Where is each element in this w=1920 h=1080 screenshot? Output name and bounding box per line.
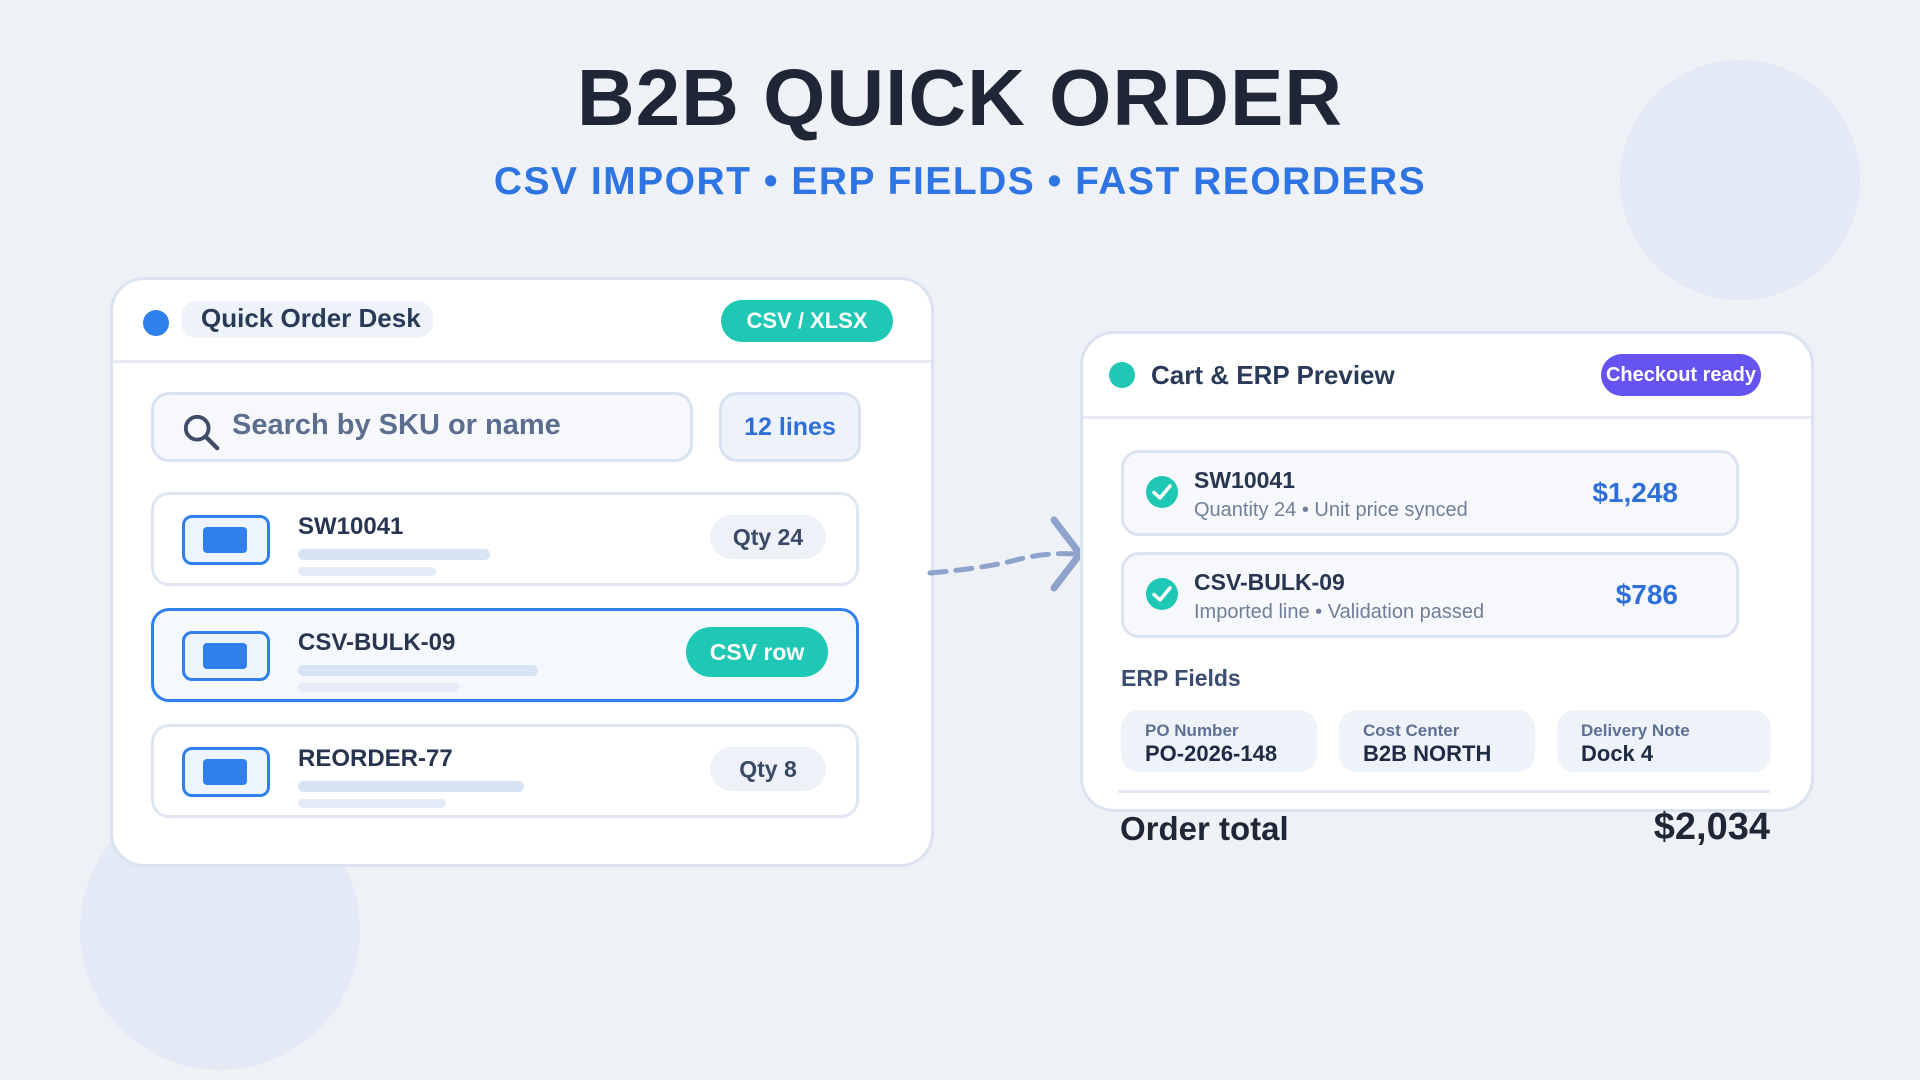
- order-total-value: $2,034: [1653, 806, 1770, 848]
- total-divider: [1118, 790, 1770, 793]
- order-total-label: Order total: [1120, 810, 1289, 847]
- quantity-badge[interactable]: Qty 8: [710, 747, 826, 791]
- cart-item-price: $1,248: [1592, 477, 1678, 508]
- status-dot: [143, 310, 169, 336]
- page-subtitle: CSV IMPORT • ERP FIELDS • FAST REORDERS: [493, 160, 1427, 203]
- product-thumbnail-icon: [182, 515, 270, 565]
- csv-row-badge[interactable]: CSV row: [686, 627, 828, 677]
- cart-item[interactable]: CSV-BULK-09 Imported line • Validation p…: [1121, 552, 1739, 638]
- cart-item-name: CSV-BULK-09: [1194, 569, 1345, 595]
- line-sku: REORDER-77: [298, 745, 453, 772]
- product-thumbnail-icon: [182, 747, 270, 797]
- erp-field-label: Cost Center: [1363, 721, 1460, 740]
- cart-title: Cart & ERP Preview: [1151, 360, 1395, 390]
- quick-order-header: Quick Order Desk CSV / XLSX: [113, 280, 931, 363]
- format-badge: CSV / XLSX: [721, 300, 893, 342]
- cart-item-description: Imported line • Validation passed: [1194, 601, 1485, 623]
- cart-header: Cart & ERP Preview Checkout ready: [1083, 334, 1811, 419]
- line-detail-placeholder: [298, 781, 524, 792]
- cart-item-description: Quantity 24 • Unit price synced: [1194, 499, 1468, 521]
- cart-item[interactable]: SW10041 Quantity 24 • Unit price synced …: [1121, 450, 1739, 536]
- line-sku: CSV-BULK-09: [298, 629, 456, 656]
- cart-erp-panel: Cart & ERP Preview Checkout ready SW1004…: [1080, 331, 1814, 812]
- line-detail-placeholder: [298, 683, 460, 692]
- cart-item-name: SW10041: [1194, 467, 1296, 493]
- cost-center-field[interactable]: Cost Center B2B NORTH: [1339, 710, 1535, 772]
- line-detail-placeholder: [298, 665, 538, 676]
- erp-field-value: Dock 4: [1581, 741, 1654, 766]
- line-detail-placeholder: [298, 549, 490, 560]
- line-detail-placeholder: [298, 567, 436, 576]
- flow-arrow-icon: [927, 516, 1084, 592]
- check-circle-icon: [1146, 476, 1178, 508]
- status-dot: [1109, 362, 1135, 388]
- page-title: B2B QUICK ORDER: [576, 53, 1344, 142]
- quantity-badge[interactable]: Qty 24: [710, 515, 826, 559]
- order-line-row-selected[interactable]: CSV-BULK-09 CSV row: [151, 608, 859, 702]
- erp-field-label: Delivery Note: [1581, 721, 1690, 740]
- search-input[interactable]: Search by SKU or name: [151, 392, 693, 462]
- search-icon: [183, 414, 220, 451]
- erp-field-label: PO Number: [1145, 721, 1239, 740]
- quick-order-panel: Quick Order Desk CSV / XLSX Search by SK…: [110, 277, 934, 867]
- cart-item-price: $786: [1615, 579, 1678, 610]
- order-line-row[interactable]: REORDER-77 Qty 8: [151, 724, 859, 818]
- quick-order-title: Quick Order Desk: [181, 301, 433, 338]
- order-line-row[interactable]: SW10041 Qty 24: [151, 492, 859, 586]
- decorative-circle-top-right: [1620, 60, 1860, 300]
- checkout-ready-badge[interactable]: Checkout ready: [1601, 354, 1761, 396]
- po-number-field[interactable]: PO Number PO-2026-148: [1121, 710, 1317, 772]
- product-thumbnail-icon: [182, 631, 270, 681]
- line-sku: SW10041: [298, 513, 404, 540]
- erp-field-value: B2B NORTH: [1363, 741, 1492, 766]
- search-placeholder: Search by SKU or name: [232, 409, 561, 441]
- line-detail-placeholder: [298, 799, 446, 808]
- erp-fields-heading: ERP Fields: [1121, 665, 1241, 691]
- check-circle-icon: [1146, 578, 1178, 610]
- erp-field-value: PO-2026-148: [1145, 741, 1278, 766]
- lines-count-badge[interactable]: 12 lines: [719, 392, 861, 462]
- delivery-note-field[interactable]: Delivery Note Dock 4: [1557, 710, 1771, 772]
